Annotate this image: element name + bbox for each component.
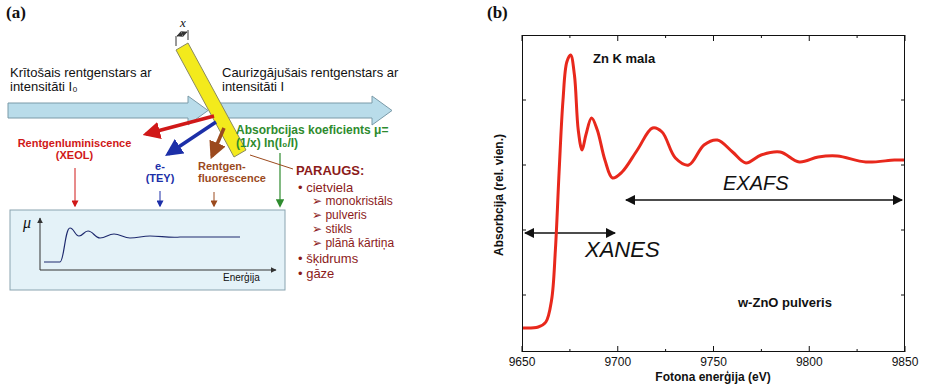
list-item: • cietviela [298,181,353,195]
list-item: ➢ pulveris [312,209,367,222]
list-heading: PARAUGS: [296,164,364,178]
spectrum [523,55,904,328]
axis [40,270,276,271]
list-item: • šķidrums [298,252,358,266]
fluorescence-arrow [212,128,224,156]
thickness-label: x [180,16,186,30]
leader-line [250,155,293,169]
axis-symbol: μ [23,214,31,232]
leader-line [160,191,161,206]
leader-line [75,168,76,206]
thickness-mark [176,30,188,46]
tick-label: 9700 [604,356,631,369]
inset-chart-box: μEnerģija [10,210,285,290]
tick-label: 9800 [796,356,823,369]
range-arrow [626,199,902,201]
edge-label: Zn K mala [591,52,657,66]
signal-label: e- (TEY) [140,160,180,184]
tick-label: 9650 [509,356,536,369]
inset-curve [44,228,240,262]
spectrum-curve [523,55,904,328]
leader-line [279,153,280,206]
tick-label: 9750 [700,356,727,369]
inset-panel [10,210,285,290]
panel-letter: (a) [6,4,26,23]
tick-label: 9850 [892,356,919,369]
panel-letter: (b) [487,4,508,23]
range-arrow [525,232,615,234]
list-item: ➢ stikls [312,223,352,236]
beam-label: Krītošais rentgenstars ar intensitāti I₀ [10,66,185,95]
region-label: XANES [583,238,662,262]
axis-title: Enerģija [223,272,260,283]
sample-label: w-ZnO pulveris [736,296,834,310]
axis-title: Fotona enerģija (eV) [655,371,770,384]
formula-label: Absorbcijas koeficients μ=(1/x) ln(I₀/I) [236,124,411,150]
electron-arrow [168,122,216,154]
list-item: • gāze [298,267,334,281]
axis [40,218,41,270]
axis-ticks [522,35,905,352]
axis-title: Absorbcija (rel. vien.) [493,134,506,256]
signal-label: Rentgen-fluorescence [198,160,276,184]
list-item: ➢ monokristāls [312,195,393,208]
plot-frame: Zn K malaXANES EXAFS w-ZnO pulveris [522,35,905,352]
transmitted-beam [218,96,392,125]
list-item: ➢ plānā kārtiņa [312,237,394,250]
leader-line [214,192,215,206]
region-label: EXAFS [721,172,791,194]
incident-beam [8,96,208,125]
signal-label: Rentgenluminiscence (XEOL) [12,137,137,161]
beam-label: Caurizgājušais rentgenstars ar intensitā… [222,66,402,95]
